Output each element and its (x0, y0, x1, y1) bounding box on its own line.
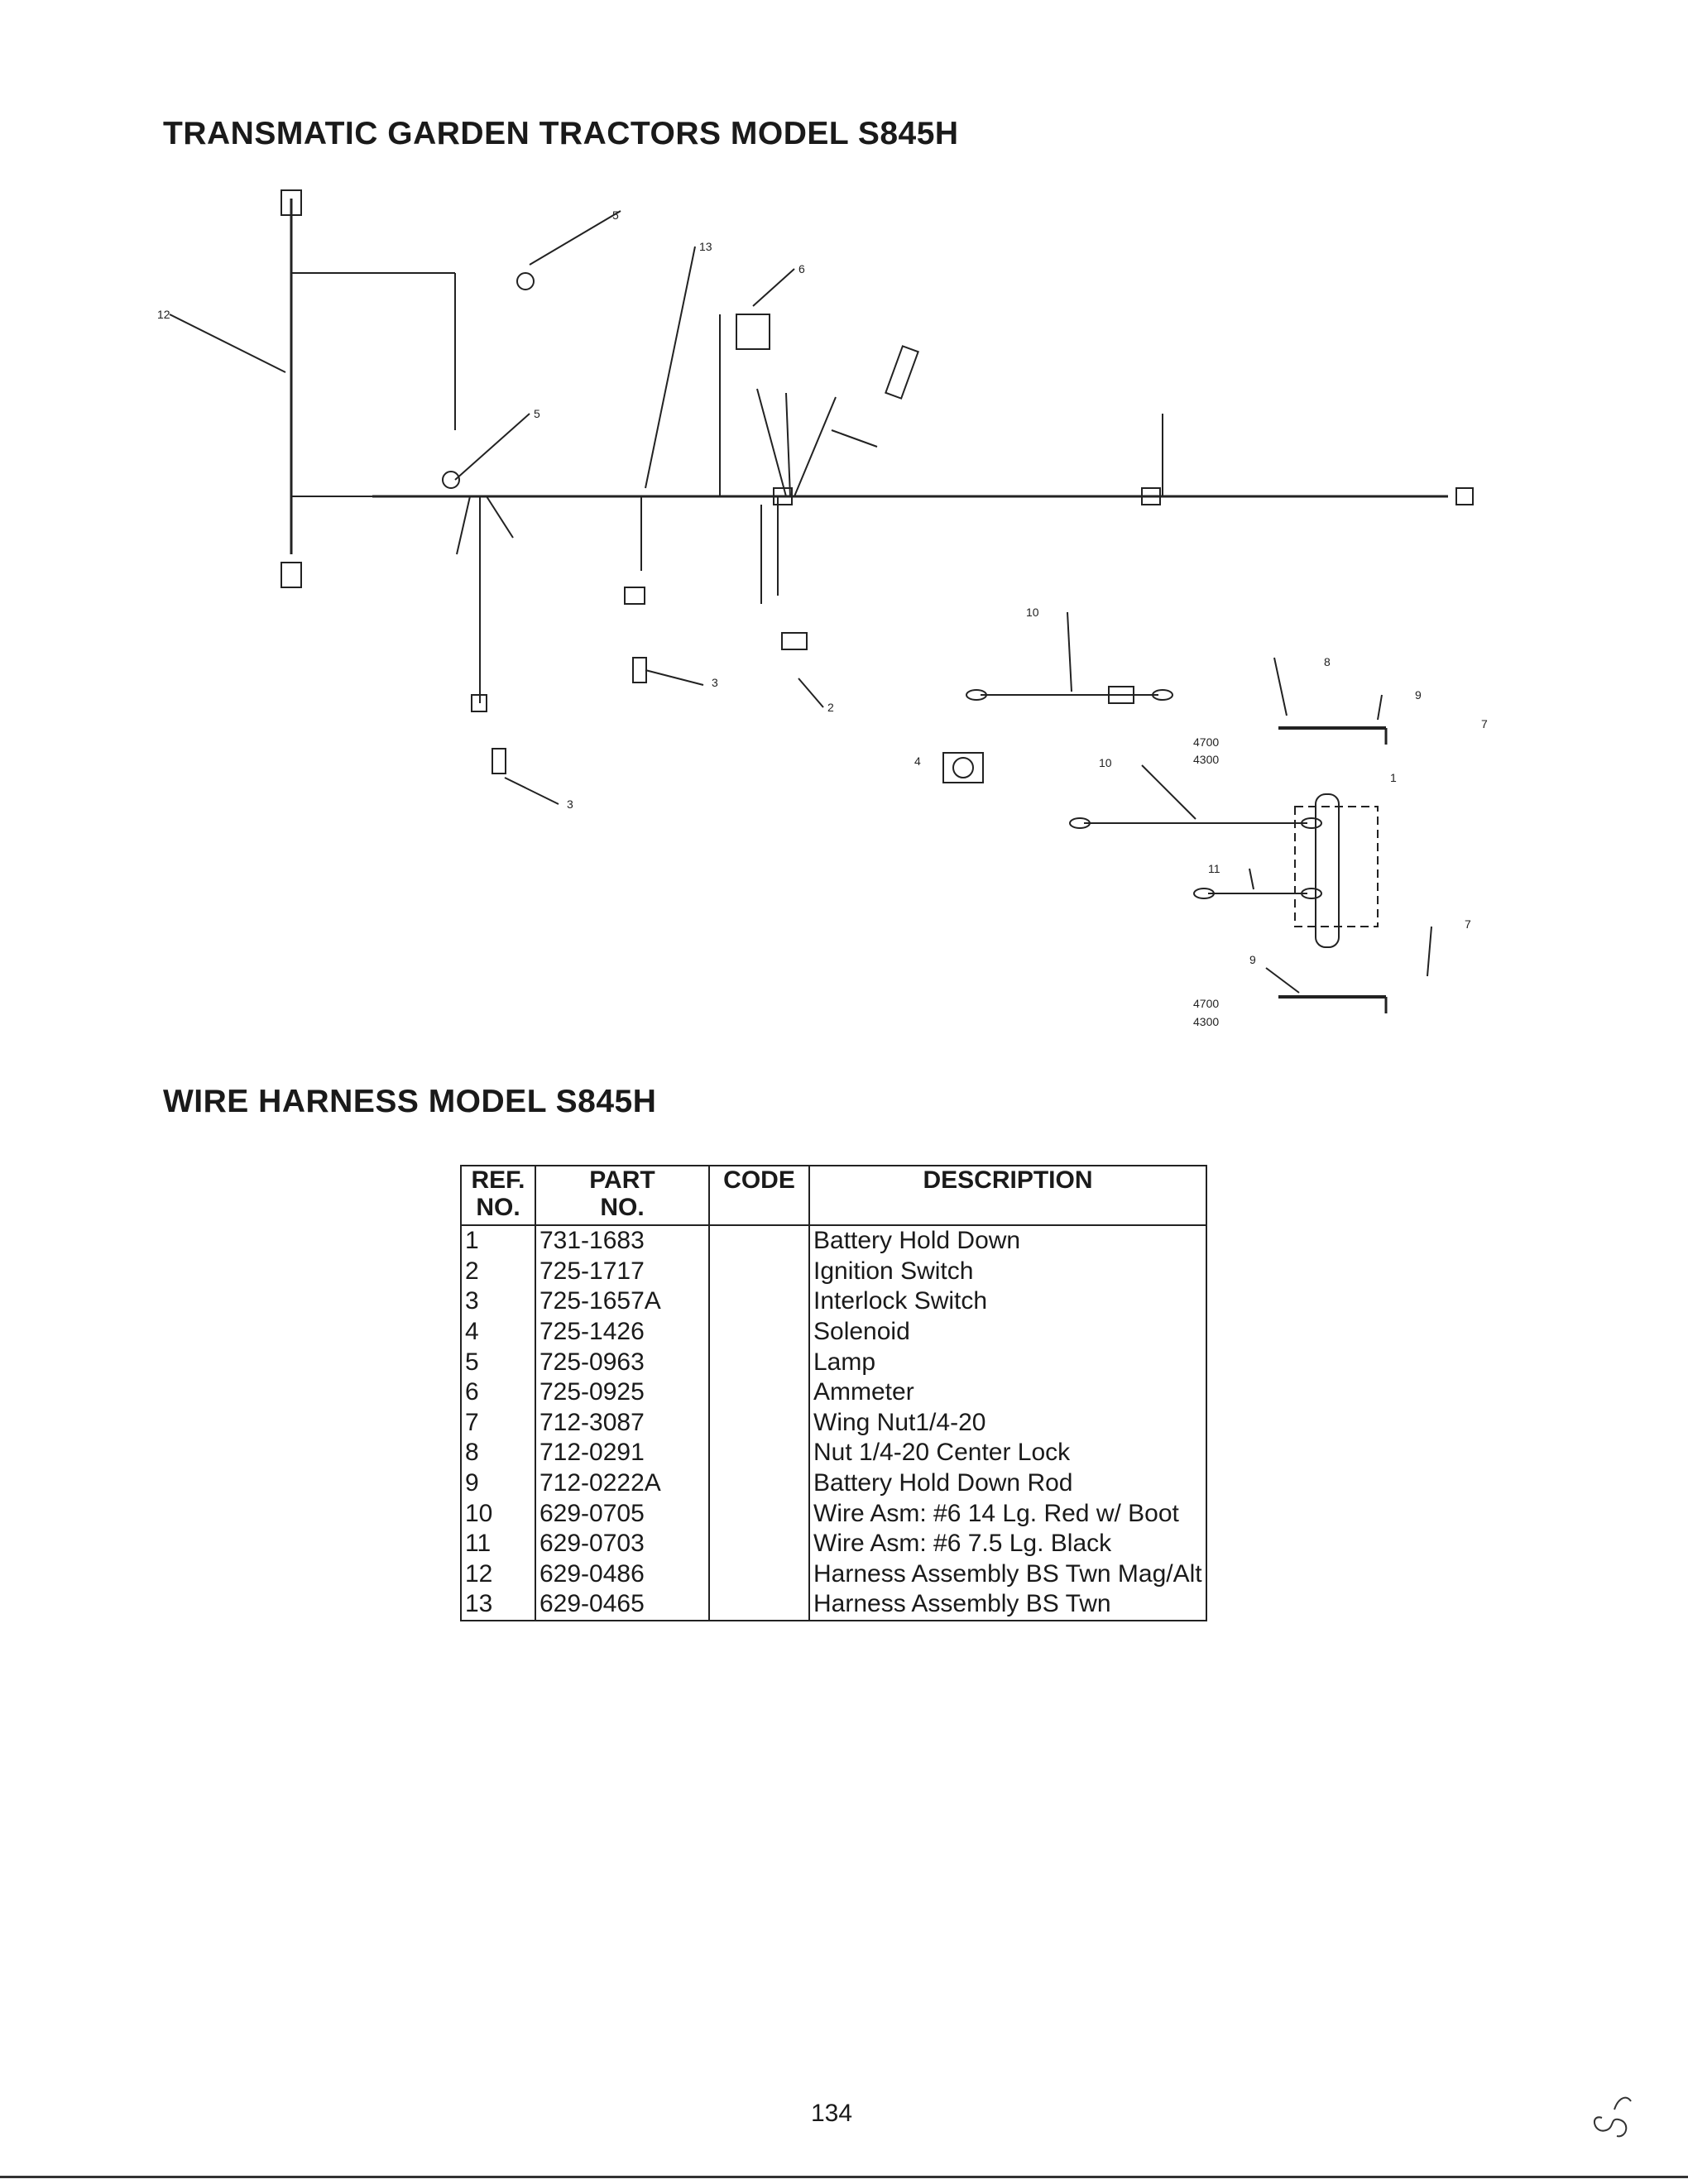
header-ref: REF.NO. (460, 1165, 536, 1226)
cell-ref: 1 (460, 1225, 536, 1257)
section-title: WIRE HARNESS MODEL S845H (163, 1084, 657, 1119)
note-4700: 4700 (1193, 735, 1219, 749)
cell-part: 725-0925 (535, 1377, 710, 1408)
page-number: 134 (811, 2100, 853, 2127)
cell-code (708, 1377, 810, 1408)
cell-part: 629-0705 (535, 1498, 710, 1529)
cell-code (708, 1498, 810, 1529)
cell-code (708, 1589, 810, 1621)
callout-9b: 9 (1249, 953, 1256, 966)
cell-part: 712-0291 (535, 1438, 710, 1468)
cell-ref: 12 (460, 1559, 536, 1590)
cell-part: 731-1683 (535, 1225, 710, 1257)
cell-part: 629-0703 (535, 1528, 710, 1559)
cell-description: Harness Assembly BS Twn Mag/Alt (808, 1559, 1207, 1590)
callout-13: 13 (699, 240, 712, 253)
cell-ref: 8 (460, 1438, 536, 1468)
handwritten-mark (1594, 2096, 1632, 2138)
header-description: DESCRIPTION (808, 1165, 1207, 1226)
cell-code (708, 1347, 810, 1377)
cell-part: 712-0222A (535, 1468, 710, 1499)
cell-description: Wire Asm: #6 7.5 Lg. Black (808, 1528, 1207, 1559)
cell-code (708, 1256, 810, 1287)
cell-code (708, 1316, 810, 1348)
cell-ref: 11 (460, 1528, 536, 1559)
cell-description: Wire Asm: #6 14 Lg. Red w/ Boot (808, 1498, 1207, 1529)
note-4300b: 4300 (1193, 1015, 1219, 1028)
callout-1: 1 (1390, 771, 1397, 784)
cell-description: Nut 1/4-20 Center Lock (808, 1438, 1207, 1468)
callout-10b: 10 (1099, 756, 1112, 769)
cell-part: 725-0963 (535, 1347, 710, 1377)
cell-code (708, 1559, 810, 1590)
callout-5: 5 (612, 208, 619, 222)
wire-harness-diagram: 5 13 6 12 5 3 2 3 10 8 9 7 4 10 1 11 7 9… (157, 189, 1488, 1028)
cell-description: Battery Hold Down Rod (808, 1468, 1207, 1499)
cell-part: 725-1657A (535, 1286, 710, 1317)
cell-code (708, 1225, 810, 1257)
cell-code (708, 1528, 810, 1559)
note-4700b: 4700 (1193, 997, 1219, 1010)
cell-code (708, 1407, 810, 1439)
header-code: CODE (708, 1165, 810, 1226)
callout-11: 11 (1208, 862, 1220, 875)
cell-code (708, 1286, 810, 1317)
cell-part: 725-1717 (535, 1256, 710, 1287)
cell-code (708, 1468, 810, 1499)
cell-part: 712-3087 (535, 1407, 710, 1439)
cell-ref: 5 (460, 1347, 536, 1377)
callout-9: 9 (1415, 688, 1422, 702)
bottom-rule (0, 2176, 1688, 2178)
callout-8: 8 (1324, 655, 1331, 668)
cell-description: Wing Nut1/4-20 (808, 1407, 1207, 1439)
callout-4: 4 (914, 754, 921, 768)
callout-7b: 7 (1465, 917, 1471, 931)
cell-description: Ignition Switch (808, 1256, 1207, 1287)
callout-2: 2 (827, 701, 834, 714)
cell-description: Lamp (808, 1347, 1207, 1377)
page-title: TRANSMATIC GARDEN TRACTORS MODEL S845H (163, 116, 959, 151)
cell-ref: 2 (460, 1256, 536, 1287)
callout-10: 10 (1026, 606, 1039, 619)
cell-description: Harness Assembly BS Twn (808, 1589, 1207, 1621)
cell-description: Ammeter (808, 1377, 1207, 1408)
callout-6: 6 (798, 262, 805, 275)
cell-code (708, 1438, 810, 1468)
cell-ref: 6 (460, 1377, 536, 1408)
cell-description: Interlock Switch (808, 1286, 1207, 1317)
callout-5b: 5 (534, 407, 540, 420)
cell-description: Battery Hold Down (808, 1225, 1207, 1257)
cell-part: 629-0465 (535, 1589, 710, 1621)
callout-12: 12 (157, 308, 170, 321)
cell-ref: 3 (460, 1286, 536, 1317)
callout-3: 3 (712, 676, 718, 689)
cell-ref: 9 (460, 1468, 536, 1499)
cell-part: 629-0486 (535, 1559, 710, 1590)
callout-3b: 3 (567, 797, 573, 811)
cell-part: 725-1426 (535, 1316, 710, 1348)
cell-ref: 10 (460, 1498, 536, 1529)
cell-ref: 7 (460, 1407, 536, 1439)
cell-ref: 13 (460, 1589, 536, 1621)
note-4300: 4300 (1193, 753, 1219, 766)
callout-7: 7 (1481, 717, 1488, 730)
cell-description: Solenoid (808, 1316, 1207, 1348)
cell-ref: 4 (460, 1316, 536, 1348)
